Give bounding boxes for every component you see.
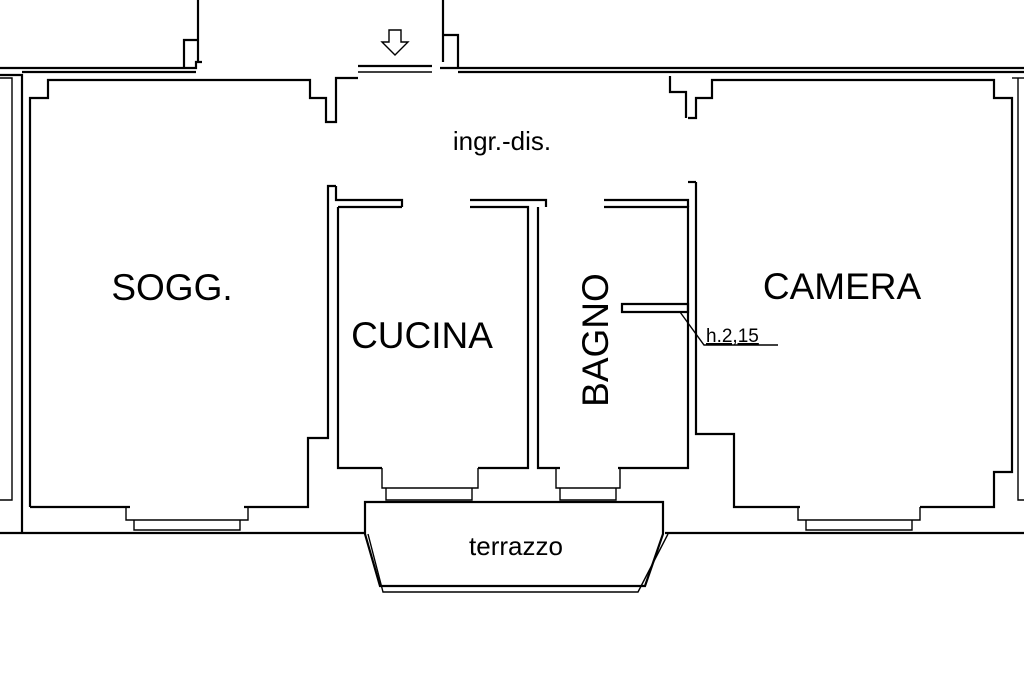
bedroom-walls [668, 76, 1014, 531]
living-room-walls [28, 76, 358, 531]
arrow-down-icon [380, 29, 410, 56]
kitchen-walls [334, 186, 548, 501]
bathroom-label: BAGNO [575, 273, 616, 407]
bedroom-label: CAMERA [763, 266, 922, 307]
outer-walls [0, 60, 1024, 535]
entrance-door [358, 64, 432, 73]
terrace-outline [363, 500, 669, 593]
kitchen-label: CUCINA [351, 315, 493, 356]
entrance-label: ingr.-dis. [453, 126, 551, 156]
living-room-label: SOGG. [111, 267, 232, 308]
bathroom-walls [536, 198, 690, 501]
height-note: h.2,15 [706, 326, 759, 347]
height-note-leader [679, 311, 778, 346]
upper-corridor-walls [182, 0, 460, 68]
terrace-label: terrazzo [469, 531, 563, 561]
